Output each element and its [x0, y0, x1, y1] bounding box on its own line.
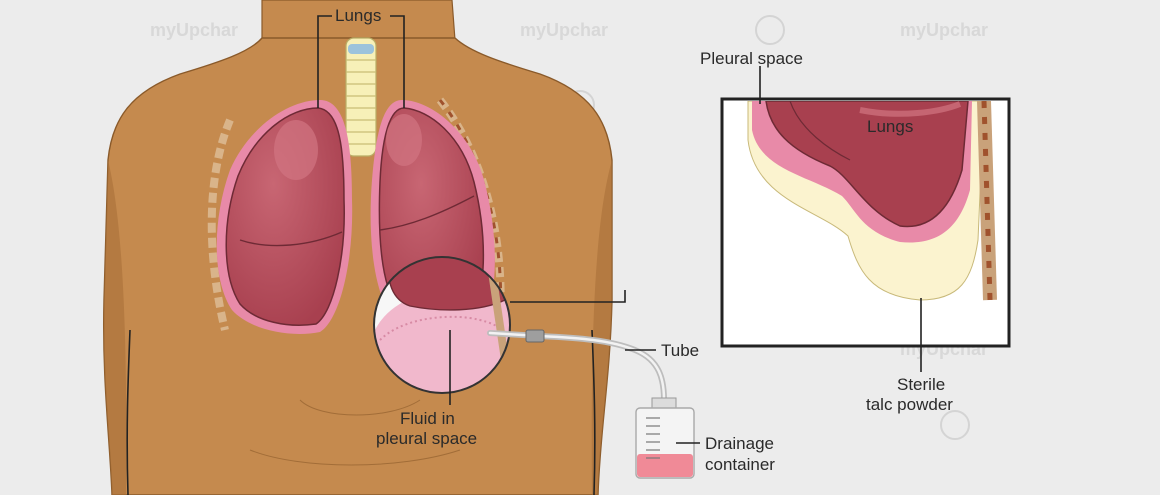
- container-liquid: [637, 454, 693, 477]
- magnifier-ring: [373, 256, 511, 394]
- watermark-logo-icon: [755, 15, 785, 45]
- arm-crease-right: [591, 329, 596, 495]
- label-fluid-line2: pleural space: [376, 429, 477, 448]
- ribs-left: [207, 118, 234, 331]
- magnifier: [373, 256, 511, 394]
- abdomen-line: [299, 399, 421, 416]
- arm-crease-left: [126, 329, 131, 495]
- inset-lung: [765, 101, 969, 228]
- label-inset-lungs: Lungs: [867, 117, 913, 136]
- inset-lung-fissure: [789, 101, 851, 161]
- leader-magnifier: [510, 290, 626, 303]
- label-drainage-line2: container: [705, 455, 775, 474]
- larynx: [348, 44, 374, 54]
- right-lung-fissure: [379, 195, 475, 231]
- torso-shadow-right: [591, 160, 612, 495]
- right-lung-highlight: [386, 114, 422, 166]
- watermark-text: myUpchar: [150, 20, 238, 40]
- label-talc-line2: talc powder: [866, 395, 953, 414]
- watermark-text: myUpchar: [900, 20, 988, 40]
- inset-frame: [720, 97, 1011, 348]
- label-talc-line1: Sterile: [897, 375, 945, 394]
- label-fluid-line1: Fluid in: [400, 409, 455, 428]
- inset-panel: [720, 97, 1011, 348]
- label-lungs: Lungs: [335, 6, 381, 25]
- watermark-logo-icon: [940, 410, 970, 440]
- leader-lines: [317, 15, 700, 444]
- pleural-fluid: [375, 289, 510, 393]
- leader-lungs-right: [390, 15, 405, 108]
- inset-chest-wall-detail: [981, 101, 993, 301]
- left-lung-fissure: [239, 231, 343, 247]
- label-tube: Tube: [661, 341, 699, 360]
- left-lung: [216, 100, 353, 334]
- torso-shadow-left: [103, 160, 127, 495]
- left-lung-highlight: [274, 120, 318, 180]
- tube-connector: [525, 329, 545, 343]
- inset-lung-highlight: [859, 101, 962, 117]
- drainage-container: [635, 397, 695, 479]
- watermark-text: myUpchar: [520, 20, 608, 40]
- label-pleural-space: Pleural space: [700, 49, 803, 68]
- leader-lungs-left: [317, 15, 332, 108]
- abdomen-line: [249, 449, 461, 466]
- trachea: [345, 37, 377, 157]
- trachea-tube: [345, 37, 377, 157]
- label-drainage-line1: Drainage: [705, 434, 774, 453]
